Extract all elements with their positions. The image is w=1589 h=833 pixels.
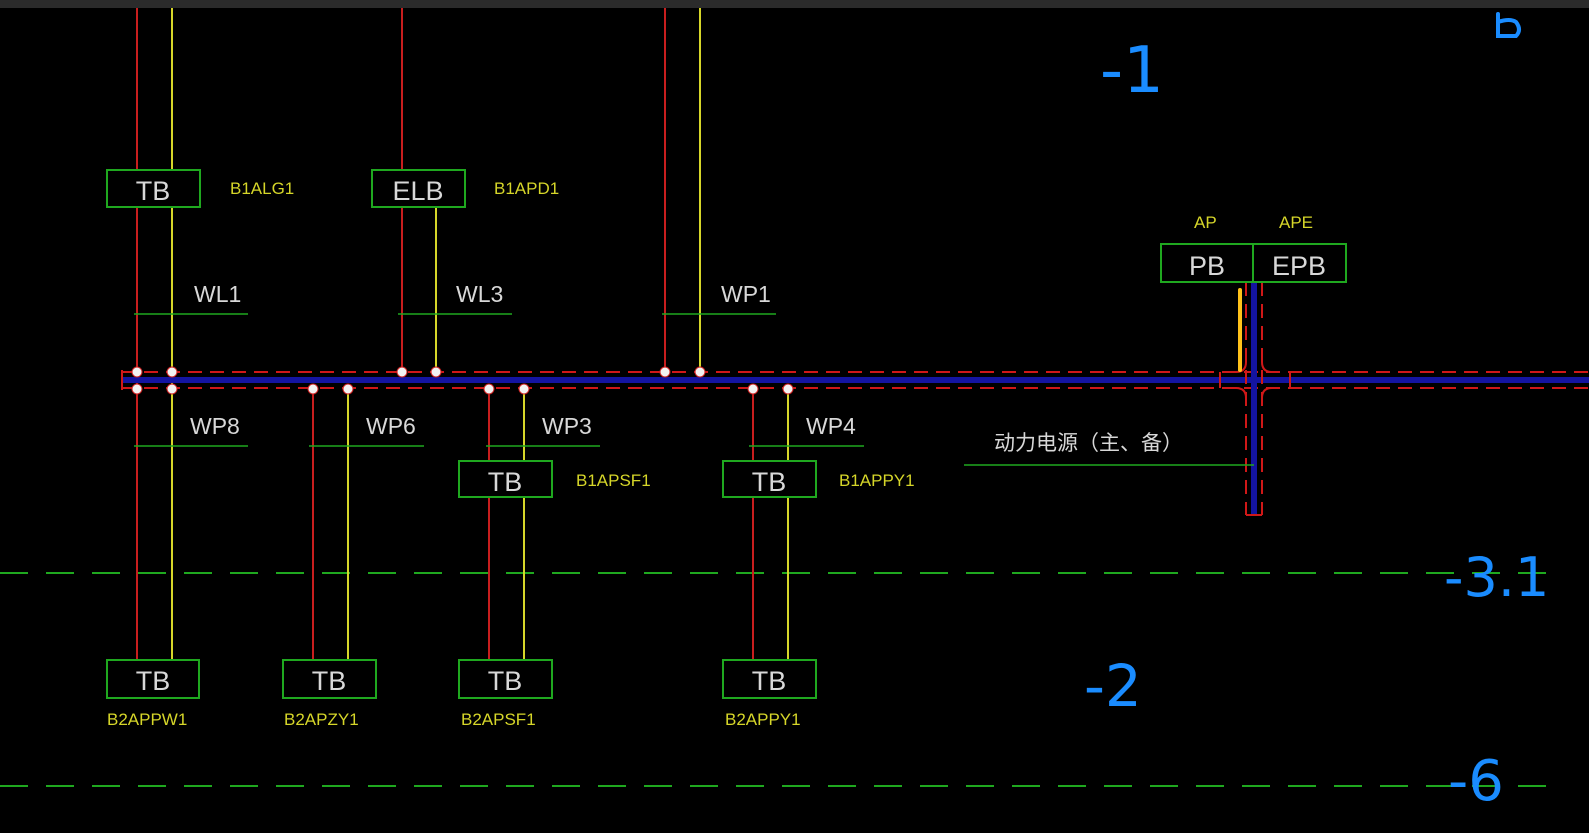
tag-b1alg1: B1ALG1 [230, 179, 294, 198]
box-label: TB [312, 666, 347, 696]
mark-minus-6: -6 [1448, 749, 1504, 814]
box-tb-b1apsf1[interactable]: TB [458, 460, 553, 498]
mark-minus-2: -2 [1084, 652, 1142, 720]
box-tb-b2appw1[interactable]: TB [106, 659, 200, 699]
floor-lines [0, 572, 1560, 787]
tag-b2appy1: B2APPY1 [725, 710, 801, 729]
cable-tray-bus [121, 282, 1589, 516]
box-tb-b2apsf1[interactable]: TB [458, 659, 553, 699]
panel-tags: B1ALG1 B1APD1 AP APE B1APSF1 B1APPY1 B2A… [107, 179, 1313, 729]
circuit-wp1: WP1 [721, 281, 771, 307]
riser-cables [136, 8, 789, 680]
box-label: TB [488, 666, 523, 696]
box-label: TB [136, 176, 171, 206]
box-label: TB [752, 467, 787, 497]
box-tb-b2appy1[interactable]: TB [722, 659, 817, 699]
tag-ap: AP [1194, 213, 1217, 232]
box-label: TB [752, 666, 787, 696]
handwritten-floor-marks: -1 -3.1 -2 -6 [1084, 34, 1549, 814]
box-tb-b1appy1[interactable]: TB [722, 460, 817, 498]
tag-b1appy1: B1APPY1 [839, 471, 915, 490]
tag-b2appw1: B2APPW1 [107, 710, 187, 729]
box-tb-b2apzy1[interactable]: TB [282, 659, 377, 699]
tag-ape: APE [1279, 213, 1313, 232]
circuit-labels: WL1 WL3 WP1 WP8 WP6 WP3 WP4 [190, 281, 856, 439]
power-source-label: 动力电源（主、备） [994, 431, 1183, 455]
circuit-wp6: WP6 [366, 413, 416, 439]
box-label: TB [136, 666, 171, 696]
circuit-wl1: WL1 [194, 281, 241, 307]
circuit-wp3: WP3 [542, 413, 592, 439]
circuit-wp4: WP4 [806, 413, 856, 439]
mark-minus-1: -1 [1100, 34, 1164, 108]
partial-handwritten-mark [1496, 12, 1521, 38]
box-label: ELB [392, 176, 443, 206]
box-elb-b1apd1[interactable]: ELB [371, 169, 466, 208]
circuit-underlines [134, 313, 1254, 466]
box-tb-b1alg1[interactable]: TB [106, 169, 201, 208]
circuit-wl3: WL3 [456, 281, 503, 307]
box-label: TB [488, 467, 523, 497]
tag-b1apd1: B1APD1 [494, 179, 559, 198]
tag-b1apsf1: B1APSF1 [576, 471, 651, 490]
tag-b2apzy1: B2APZY1 [284, 710, 359, 729]
box-label: PB [1189, 251, 1225, 281]
box-epb-ape[interactable]: EPB [1252, 243, 1347, 283]
circuit-wp8: WP8 [190, 413, 240, 439]
tag-b2apsf1: B2APSF1 [461, 710, 536, 729]
box-pb-ap[interactable]: PB [1160, 243, 1254, 283]
terminal-points [131, 366, 794, 395]
window-top-bar [0, 0, 1589, 8]
mark-minus-3-1: -3.1 [1444, 546, 1549, 609]
box-label: EPB [1272, 251, 1326, 281]
